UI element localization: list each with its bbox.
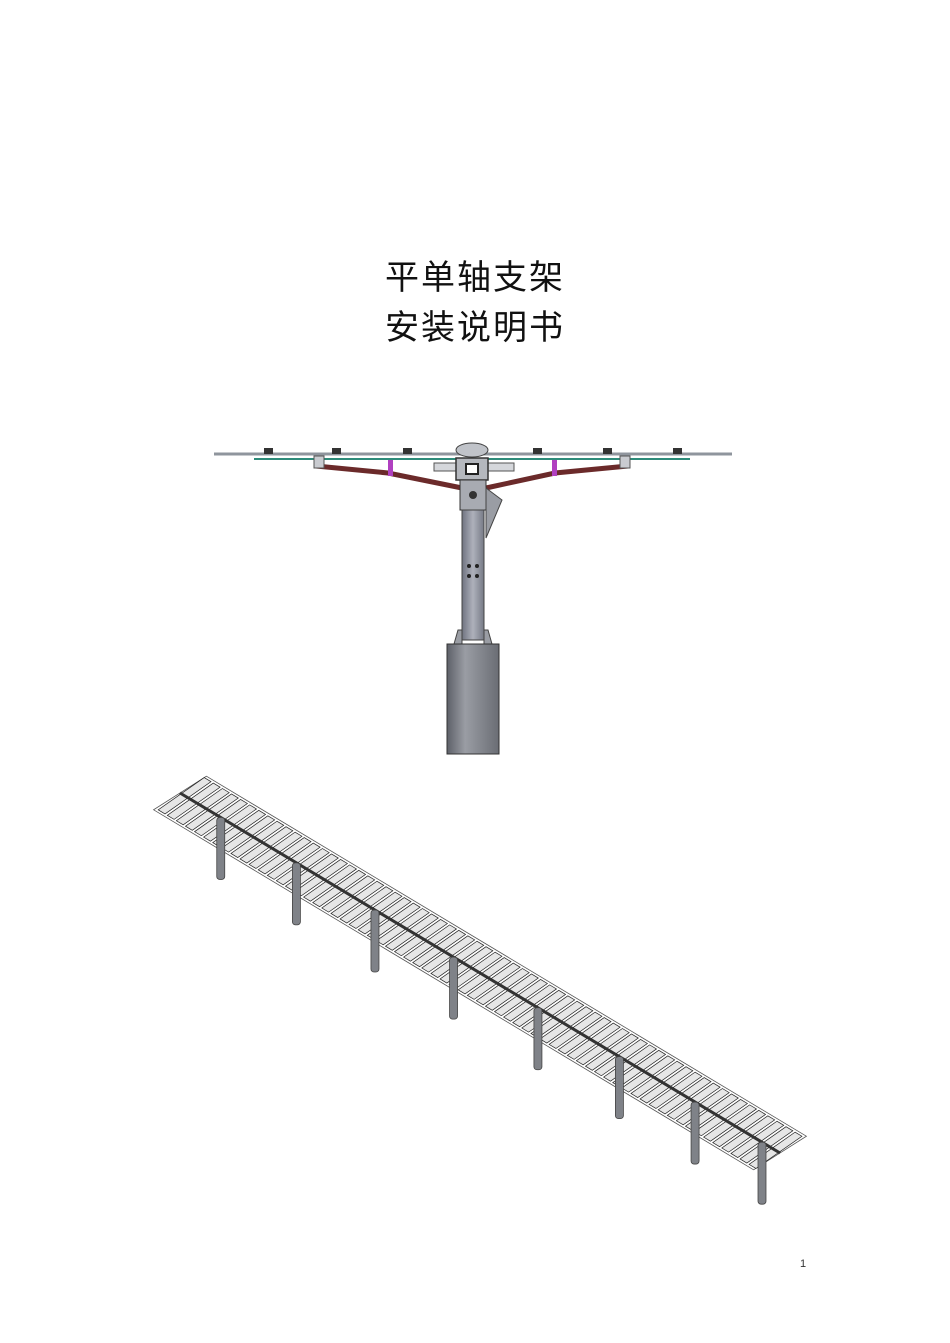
support-post [291, 862, 301, 926]
document-title-line-1: 平单轴支架 [385, 258, 565, 298]
support-post [370, 909, 380, 973]
support-post [690, 1101, 700, 1165]
support-post [533, 1007, 543, 1071]
support-post [757, 1141, 767, 1205]
support-post [615, 1056, 624, 1120]
page-number: 1 [800, 1258, 807, 1270]
tracker-isometric-figure [152, 775, 808, 1205]
document-title-line-2: 安装说明书 [385, 308, 565, 348]
torque-tube [179, 791, 781, 1155]
tracker-front-view-figure [214, 442, 732, 755]
support-post [216, 817, 226, 880]
support-post [449, 956, 458, 1020]
